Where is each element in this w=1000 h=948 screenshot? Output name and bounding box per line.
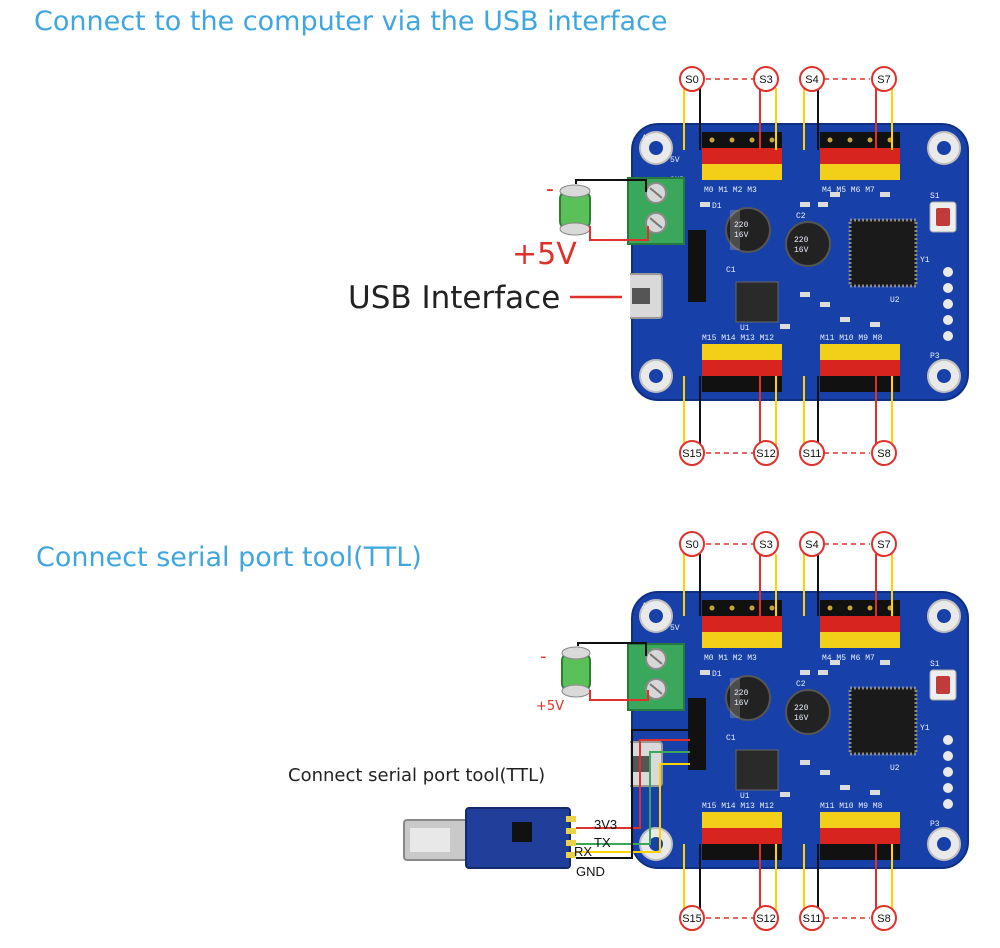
servo-dash-top <box>706 78 870 454</box>
usb-ttl-adapter <box>403 807 576 869</box>
servo-circles-top <box>679 66 897 466</box>
servo-label-s11-bottom: S11 <box>803 913 822 925</box>
pin-3v3-label: 3V3 <box>594 817 617 832</box>
servo-label-s4-bottom: S4 <box>805 539 818 551</box>
servo-label-s8-top: S8 <box>877 448 890 460</box>
servo-label-s4-top: S4 <box>805 74 818 86</box>
servo-label-s7-bottom: S7 <box>877 539 890 551</box>
plus5v-label-bottom: +5V <box>536 699 564 714</box>
usb-heading: Connect to the computer via the USB inte… <box>34 6 668 37</box>
servo-wires-bottom <box>683 554 893 910</box>
servo-label-s15-top: S15 <box>682 448 702 460</box>
servo-label-s8-bottom: S8 <box>877 913 890 925</box>
pin-tx-label: TX <box>594 835 611 850</box>
servo-driver-board-top <box>630 122 970 402</box>
servo-label-s3-bottom: S3 <box>759 539 772 551</box>
minus-label-bottom: - <box>540 646 547 667</box>
power-terminal-top <box>627 177 685 245</box>
servo-label-s15-bottom: S15 <box>682 913 702 925</box>
servo-label-s12-bottom: S12 <box>756 913 776 925</box>
minus-label-top: - <box>546 177 554 202</box>
servo-label-s12-top: S12 <box>756 448 776 460</box>
ttl-heading: Connect serial port tool(TTL) <box>36 542 422 573</box>
plus5v-label-top: +5V <box>512 237 577 272</box>
battery-icon <box>559 184 591 236</box>
serial-tool-label: Connect serial port tool(TTL) <box>288 765 545 786</box>
battery-icon <box>561 646 591 698</box>
pin-rx-label: RX <box>574 844 592 859</box>
servo-dash-bottom <box>706 543 870 919</box>
servo-label-s0-bottom: S0 <box>685 539 698 551</box>
servo-label-s0-top: S0 <box>685 74 698 86</box>
ttl-jumper-wires <box>576 729 690 859</box>
servo-circles-bottom <box>679 531 897 931</box>
servo-label-s7-top: S7 <box>877 74 890 86</box>
servo-wires-top <box>683 88 893 446</box>
servo-label-s3-top: S3 <box>759 74 772 86</box>
usb-interface-label: USB Interface <box>348 280 560 316</box>
servo-label-s11-top: S11 <box>803 448 822 460</box>
pin-gnd-label: GND <box>576 864 605 879</box>
